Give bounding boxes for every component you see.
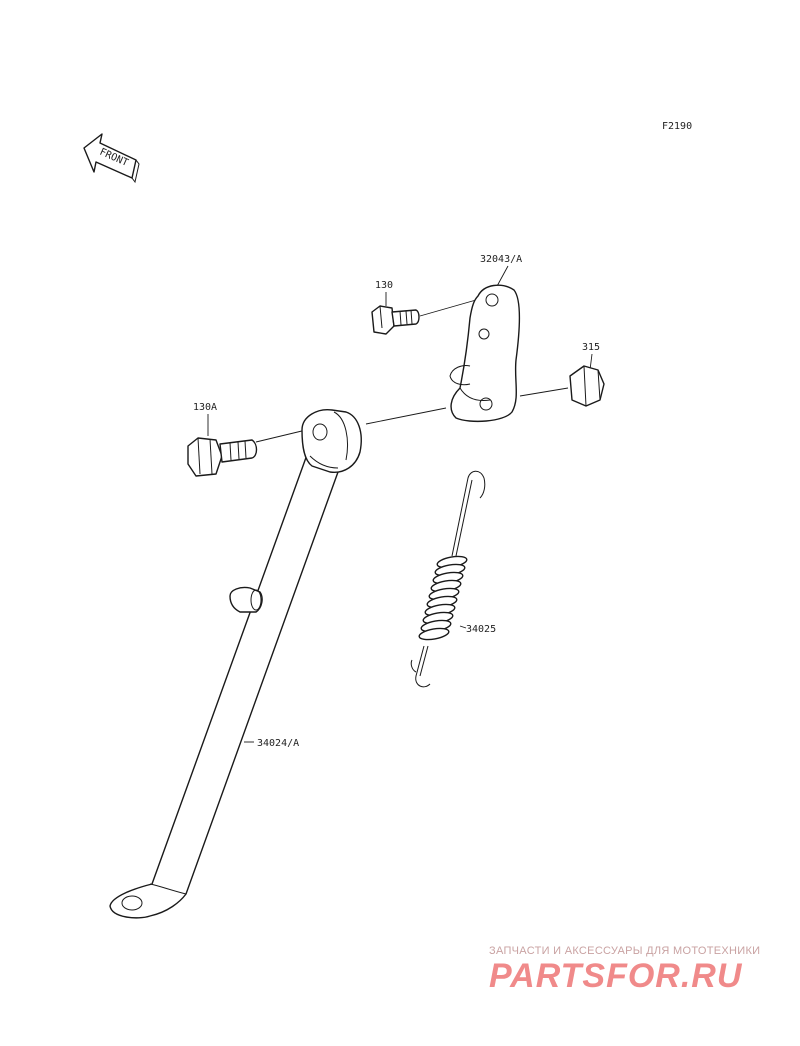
watermark-brand: PARTSFOR.RU bbox=[489, 957, 743, 995]
front-arrow-icon: FRONT bbox=[83, 133, 140, 184]
spring-coils bbox=[418, 555, 468, 641]
callout-nut: 315 bbox=[582, 342, 600, 353]
callout-spring: 34025 bbox=[466, 624, 496, 635]
watermark-caption: ЗАПЧАСТИ И АКСЕССУАРЫ ДЛЯ МОТОТЕХНИКИ bbox=[489, 945, 761, 957]
callout-bolt-lower: 130A bbox=[193, 402, 217, 413]
callout-stand: 34024/A bbox=[257, 738, 299, 749]
mounting-bracket bbox=[449, 284, 521, 423]
nut-315 bbox=[569, 365, 605, 407]
side-stand bbox=[109, 409, 362, 919]
figure-code: F2190 bbox=[662, 121, 692, 132]
callout-bolt-upper: 130 bbox=[375, 280, 393, 291]
callout-bracket: 32043/A bbox=[480, 254, 522, 265]
spring bbox=[410, 470, 486, 688]
bolt-130 bbox=[371, 305, 420, 335]
bolt-130a bbox=[187, 437, 258, 477]
assembly-lines bbox=[207, 265, 593, 743]
